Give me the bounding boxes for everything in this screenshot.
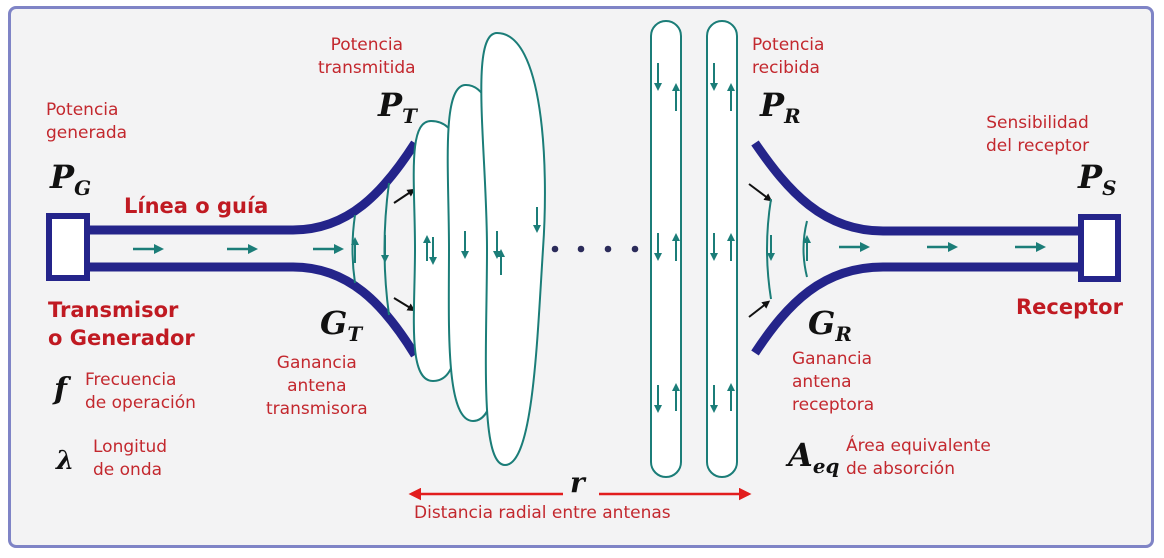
sensitivity-label: Sensibilidad del receptor (986, 113, 1090, 156)
rx-guide-line-bottom (751, 262, 1081, 356)
distance-label: Distancia radial entre antenas (414, 503, 671, 523)
plane-wavefront-arrows (654, 63, 735, 413)
pr-symbol: PR (760, 86, 801, 128)
transmitter-label: Transmisor o Generador (48, 298, 195, 350)
gr-symbol: GR (808, 304, 852, 346)
gt-symbol: GT (320, 304, 363, 346)
rx-horn-wavefronts (766, 198, 811, 300)
guide-label: Línea o guía (124, 194, 269, 218)
diagram-frame (8, 6, 1154, 548)
receiver-label: Receptor (1016, 295, 1123, 319)
tx-field-arrows (393, 188, 416, 312)
power-received-label: Potencia recibida (752, 35, 825, 78)
power-generated-label: Potencia generada (46, 100, 128, 143)
aeq-label: Área equivalente de absorción (846, 436, 991, 479)
lobe-flow-arrows (423, 207, 541, 275)
r-symbol: r (570, 466, 585, 499)
tx-gain-label: Ganancia antena transmisora (266, 353, 368, 419)
radiated-wave-lobes (412, 31, 546, 467)
pg-symbol: PG (50, 158, 91, 200)
diagram-graphics (46, 20, 1121, 501)
tx-horn-wavefronts (351, 182, 390, 316)
tx-guide-line (87, 140, 419, 235)
frequency-label: Frecuencia de operación (85, 370, 196, 413)
rx-guide-line (751, 140, 1081, 236)
rx-gain-label: Ganancia antena receptora (792, 349, 875, 415)
power-transmitted-label: Potencia transmitida (318, 35, 416, 78)
plane-wavefronts (650, 20, 738, 478)
f-symbol: f (54, 372, 67, 407)
dots-icon (551, 245, 639, 253)
receiver-box (1078, 214, 1121, 282)
lambda-symbol: λ (56, 446, 75, 476)
tx-guide-line-bottom (87, 262, 419, 358)
wavelength-label: Longitud de onda (93, 437, 168, 480)
ps-symbol: PS (1078, 158, 1117, 200)
rx-field-arrows (748, 183, 773, 318)
pt-symbol: PT (378, 86, 417, 128)
aeq-symbol: Aeq (788, 436, 840, 478)
transmitter-box (46, 213, 90, 281)
